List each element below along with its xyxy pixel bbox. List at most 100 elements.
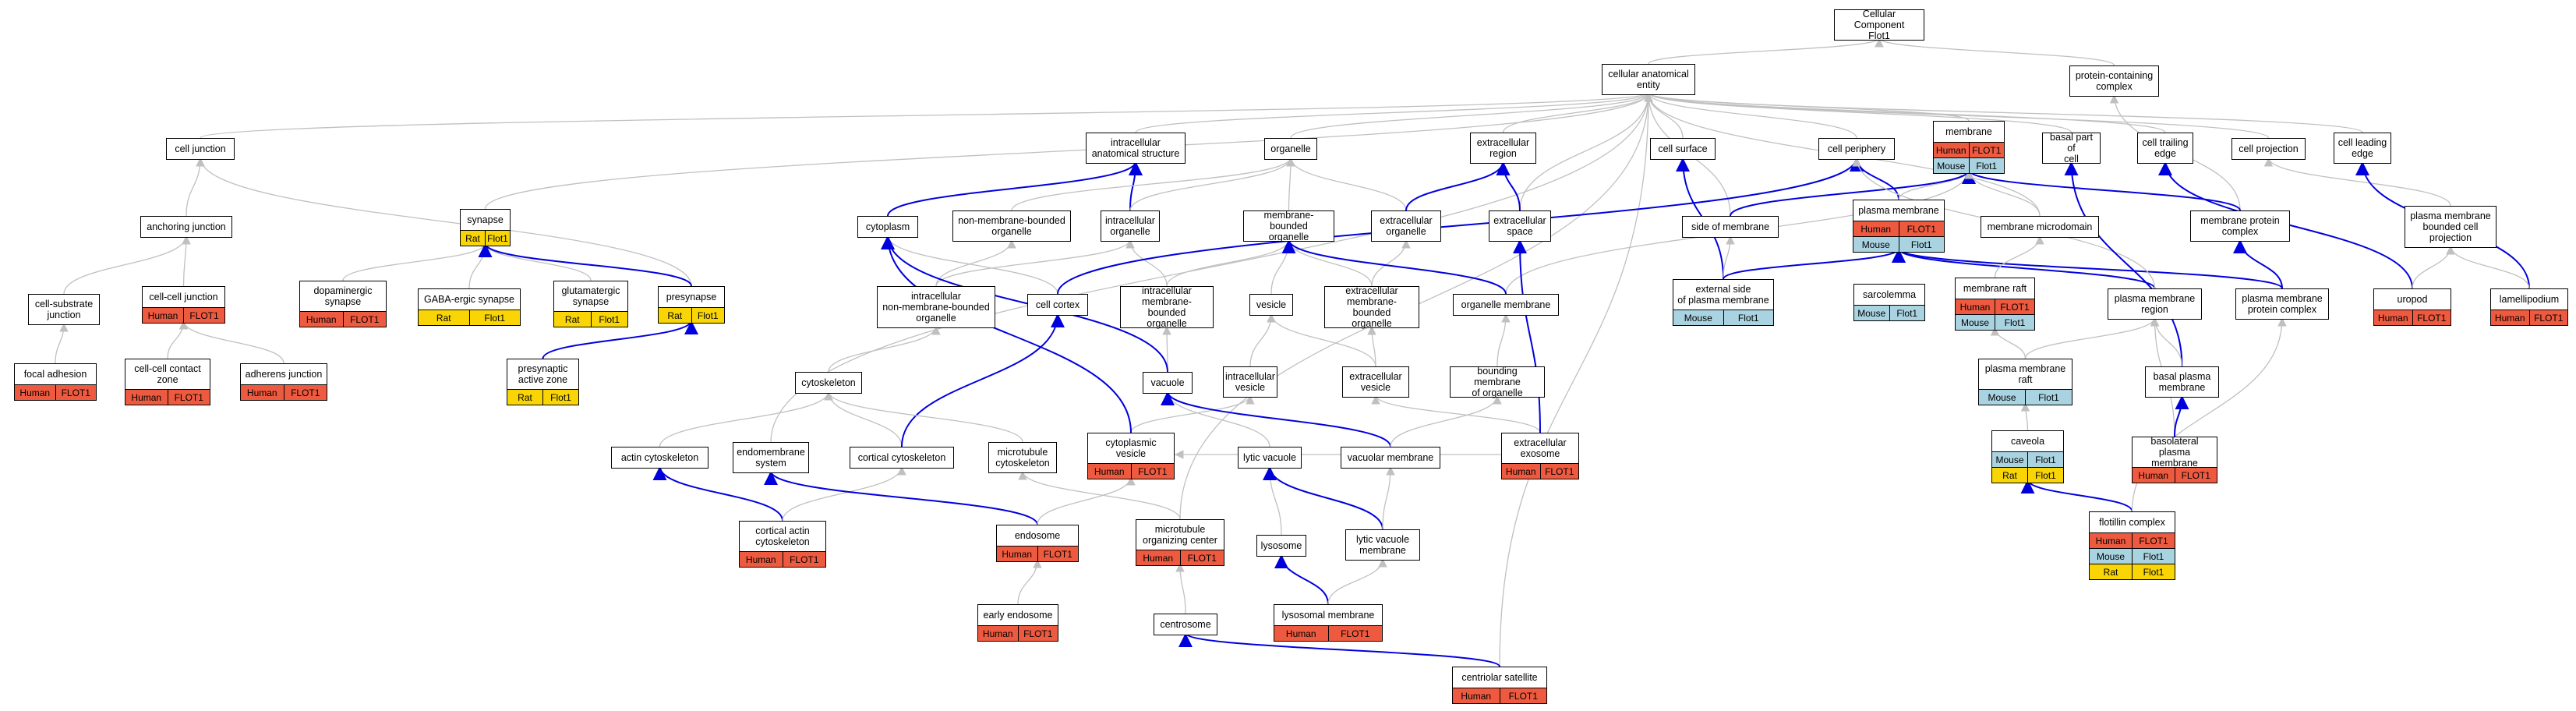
- edge-endo-to-ems: [764, 470, 1038, 525]
- node-aj[interactable]: anchoring junction: [140, 216, 232, 238]
- node-ems[interactable]: endomembrane system: [733, 442, 809, 473]
- node-lvm[interactable]: lytic vacuole membrane: [1345, 529, 1420, 561]
- node-label: membrane microdomain: [1987, 221, 2093, 232]
- edge-uro-to-pmbcp: [2412, 245, 2455, 289]
- node-emo[interactable]: extracellular membrane-bounded organelle: [1324, 285, 1419, 329]
- edge-vm-to-vac: [1161, 391, 1391, 447]
- node-lyso[interactable]: lysosome: [1256, 535, 1306, 557]
- node-cc[interactable]: Cellular Component Flot1: [1834, 9, 1924, 41]
- node-eco[interactable]: extracellular organelle: [1371, 210, 1441, 242]
- species-name: Rat: [667, 310, 683, 321]
- node-pmbcp[interactable]: plasma membrane bounded cell projection: [2405, 206, 2496, 248]
- node-cent[interactable]: centrosome: [1154, 614, 1217, 635]
- node-lv[interactable]: lytic vacuole: [1238, 447, 1302, 469]
- node-label: presynapse: [666, 292, 717, 302]
- node-ccsk[interactable]: cortical cytoskeleton: [850, 447, 954, 469]
- node-csj[interactable]: cell-substrate junction: [28, 294, 100, 325]
- species-name: Human: [982, 628, 1013, 639]
- node-cproj[interactable]: cell projection: [2231, 138, 2306, 160]
- node-label: synapse: [467, 214, 504, 225]
- node-label: actin cytoskeleton: [620, 452, 699, 463]
- node-acsk[interactable]: actin cytoskeleton: [611, 447, 708, 469]
- node-label: intracellular membrane-bounded organelle: [1142, 285, 1192, 329]
- node-label: lytic vacuole membrane: [1355, 534, 1410, 556]
- node-mmd[interactable]: membrane microdomain: [1981, 216, 2099, 238]
- node-csk[interactable]: cytoskeleton: [795, 372, 862, 394]
- node-pmpc[interactable]: plasma membrane protein complex: [2235, 288, 2329, 320]
- node-som[interactable]: side of membrane: [1682, 216, 1779, 238]
- node-ecr[interactable]: extracellular region: [1470, 133, 1536, 164]
- node-cper[interactable]: cell periphery: [1818, 138, 1895, 160]
- node-ias[interactable]: intracellular anatomical structure: [1086, 133, 1186, 164]
- node-mbo[interactable]: membrane-bounded organelle: [1243, 210, 1334, 242]
- node-inmbo[interactable]: intracellular non-membrane-bounded organ…: [877, 286, 995, 328]
- node-cte[interactable]: cell trailing edge: [2137, 133, 2193, 164]
- node-cyto[interactable]: cytoplasm: [857, 216, 918, 238]
- node-label: membrane: [1945, 126, 1992, 137]
- node-cj[interactable]: cell junction: [166, 138, 235, 160]
- node-bmo[interactable]: bounding membrane of organelle: [1450, 366, 1545, 398]
- node-pcc[interactable]: protein-containing complex: [2069, 65, 2159, 97]
- node-ecs[interactable]: extracellular space: [1489, 210, 1551, 242]
- node-mtsk[interactable]: microtubule cytoskeleton: [988, 442, 1057, 473]
- node-ccortex[interactable]: cell cortex: [1027, 294, 1088, 316]
- gene-symbol: FLOT1: [2412, 310, 2451, 325]
- edge-io-to-org: [1129, 157, 1295, 211]
- node-orgm[interactable]: organelle membrane: [1453, 294, 1559, 316]
- species-name: Human: [147, 310, 178, 321]
- node-nmbo[interactable]: non-membrane-bounded organelle: [952, 210, 1071, 242]
- node-iv[interactable]: intracellular vesicle: [1223, 366, 1277, 398]
- node-label: extracellular space: [1493, 215, 1546, 237]
- node-pmr[interactable]: plasma membrane region: [2108, 288, 2202, 320]
- node-vm[interactable]: vacuolar membrane: [1341, 447, 1440, 469]
- edge-acsk-to-csk: [659, 391, 833, 447]
- node-io[interactable]: intracellular organelle: [1101, 210, 1160, 242]
- node-ecv[interactable]: extracellular vesicle: [1342, 366, 1409, 398]
- node-csurf[interactable]: cell surface: [1650, 138, 1716, 160]
- node-vac[interactable]: vacuole: [1143, 372, 1193, 394]
- gene-symbol: Flot1: [1995, 315, 2034, 330]
- node-cae[interactable]: cellular anatomical entity: [1602, 64, 1695, 95]
- node-org[interactable]: organelle: [1264, 138, 1317, 160]
- node-ves[interactable]: vesicle: [1249, 294, 1293, 316]
- node-mpc[interactable]: membrane protein complex: [2190, 210, 2290, 242]
- node-label: cell-cell junction: [149, 292, 218, 302]
- node-bpm[interactable]: basal plasma membrane: [2145, 366, 2219, 398]
- node-cle[interactable]: cell leading edge: [2334, 133, 2391, 164]
- node-imbo[interactable]: intracellular membrane-bounded organelle: [1120, 285, 1214, 329]
- node-bpc[interactable]: basal part of cell: [2042, 132, 2101, 164]
- gene-symbol: FLOT1: [1037, 547, 1079, 561]
